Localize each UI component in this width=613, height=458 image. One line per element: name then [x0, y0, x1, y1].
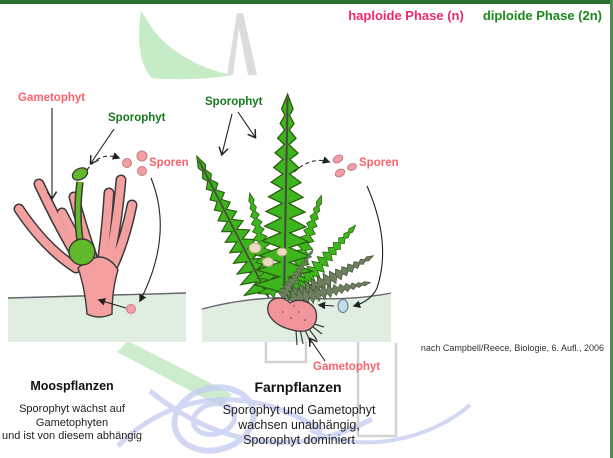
arrow-moss-spore-to-plant [97, 298, 127, 309]
moss-description-line: Gametophyten [35, 416, 109, 429]
moss-gametophyte-label: Gametophyt [18, 92, 86, 104]
fern-description-line: Sporophyt dominiert [243, 433, 355, 447]
moss-sporophyte-label: Sporophyt [108, 112, 166, 124]
fern-sporophyte-label: Sporophyt [205, 96, 263, 108]
arrow-fern-gametophyte-pointer [308, 337, 326, 362]
fern-gametophyte-drawing [267, 297, 325, 346]
fern-spores [332, 154, 357, 178]
diploid-phase-label: diploide Phase (2n) [482, 8, 602, 23]
fern-description: Sporophyt und Gametophyt wachsen unabhän… [209, 403, 389, 448]
fern-description-line: Sporophyt und Gametophyt [222, 403, 376, 417]
moss-sporophyte-drawing [68, 167, 96, 266]
fern-sporophyte-drawing [177, 93, 380, 312]
arrow-moss-sporophyte-pointer [89, 128, 115, 165]
moss-description: Sporophyt wächst auf Gametophyten und is… [0, 403, 157, 444]
phase-legend: haploide Phase (n) diploide Phase (2n) [348, 8, 602, 23]
arrow-fern-spore-to-gametophyte [317, 301, 335, 310]
citation: nach Campbell/Reece, Biologie, 6. Aufl.,… [420, 343, 604, 353]
moss-description-line: Sporophyt wächst auf [19, 403, 125, 415]
fern-gametophyte-label: Gametophyt [313, 361, 381, 373]
fern-description-line: wachsen unabhängig, [238, 418, 360, 432]
watermark-gray-peak [227, 13, 257, 75]
arrow-moss-to-spores [86, 152, 121, 171]
haploid-phase-label: haploide Phase (n) [348, 8, 464, 23]
moss-heading: Moospflanzen [30, 379, 114, 393]
arrow-fern-to-spores [293, 156, 331, 173]
fern-germinating-spore [337, 299, 349, 313]
moss-description-line: und ist von diesem abhängig [1, 430, 143, 442]
arrow-fern-sporophyte-pointer-right [237, 111, 257, 139]
arrow-fern-spore-cycle [352, 185, 384, 308]
arrow-moss-spore-cycle [139, 177, 161, 303]
background-watermarks [116, 11, 472, 454]
fern-spores-label: Sporen [359, 157, 399, 169]
arrow-fern-sporophyte-pointer-left [218, 113, 233, 157]
moss-spores-label: Sporen [149, 157, 189, 169]
cycle-arrows [46, 108, 384, 362]
right-border-bar [610, 0, 613, 458]
watermark-green-band [117, 341, 232, 407]
watermark-blue-logo [116, 384, 472, 454]
top-border-bar [0, 0, 613, 4]
watermark-green-swoosh [139, 11, 233, 80]
moss-spores [122, 150, 148, 314]
watermark-gray-frames [264, 341, 398, 438]
fern-heading: Farnpflanzen [254, 379, 342, 395]
